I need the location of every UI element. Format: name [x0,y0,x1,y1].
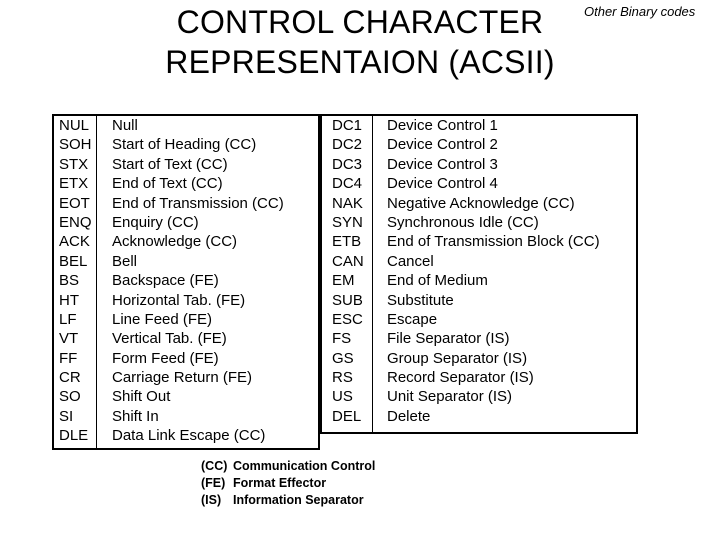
control-description: Escape [387,310,438,328]
control-code: DC4 [332,175,363,193]
control-description: Synchronous Idle (CC) [387,213,539,231]
control-description: Device Control 3 [387,155,498,173]
control-code: LF [59,310,77,328]
control-description: Carriage Return (FE) [112,369,253,387]
control-code: CAN [332,252,364,270]
control-description: End of Transmission Block (CC) [387,233,600,251]
control-code: SUB [332,291,363,309]
control-description: Device Control 4 [387,175,498,193]
control-description: Negative Acknowledge (CC) [387,194,575,212]
right-column-divider [372,116,373,432]
left-table-frame [52,114,320,450]
legend-item: (IS) Information Separator [201,492,375,509]
control-description: Backspace (FE) [112,272,219,290]
legend-text: Communication Control [233,459,376,473]
control-code: BS [59,272,80,290]
control-code: DEL [332,407,362,425]
legend-text: Format Effector [233,476,327,490]
control-code: FF [59,349,78,367]
control-code: ACK [59,233,90,251]
page-title: CONTROL CHARACTER REPRESENTAION (ACSII) [140,2,580,82]
control-description: End of Medium [387,272,488,290]
legend-abbreviation: (FE) [201,476,226,490]
control-description: Start of Heading (CC) [112,136,257,154]
legend-item: (CC) Communication Control [201,458,375,475]
control-code: HT [59,291,79,309]
control-code: SOH [59,136,92,154]
right-table-frame [320,114,638,434]
control-code: DC3 [332,155,363,173]
control-description: Data Link Escape (CC) [112,427,266,445]
control-code: NUL [59,117,90,134]
abbreviation-legend: (CC) Communication Control (FE) Format Effe… [201,458,375,509]
legend-abbreviation: (IS) [201,493,222,507]
control-description: Device Control 2 [387,136,498,154]
legend-item: (FE) Format Effector [201,475,375,492]
control-code: DLE [59,427,89,445]
control-code: ETB [332,233,362,251]
control-code: VT [59,330,79,348]
control-description: Enquiry (CC) [112,213,199,231]
control-code: ETX [59,175,89,193]
control-description: End of Text (CC) [112,175,223,193]
control-description: End of Transmission (CC) [112,194,284,212]
control-description: Bell [112,252,138,270]
control-description: Device Control 1 [387,117,498,134]
control-description: Form Feed (FE) [112,349,219,367]
control-description: Line Feed (FE) [112,310,213,328]
control-code: DC1 [332,117,363,134]
control-code: US [332,388,353,406]
control-code: STX [59,155,89,173]
control-description: Shift In [112,407,159,425]
control-code: SI [59,407,74,425]
legend-abbreviation: (CC) [201,459,228,473]
control-code: GS [332,349,354,367]
control-code: EOT [59,194,90,212]
control-code: ESC [332,310,363,328]
control-description: Null [112,117,138,134]
title-line-2: REPRESENTAION (ACSII) [165,44,555,80]
corner-note: Other Binary codes [584,4,696,19]
control-description: Record Separator (IS) [387,369,534,387]
control-code: SO [59,388,81,406]
control-description: Delete [387,407,431,425]
control-code: BEL [59,252,88,270]
control-code: RS [332,369,353,387]
control-description: Group Separator (IS) [387,349,528,367]
control-description: File Separator (IS) [387,330,510,348]
left-column-divider [96,116,97,448]
title-line-1: CONTROL CHARACTER [176,4,544,40]
control-code: NAK [332,194,363,212]
control-description: Horizontal Tab. (FE) [112,291,246,309]
control-code: CR [59,369,81,387]
control-description: Start of Text (CC) [112,155,228,173]
control-description: Acknowledge (CC) [112,233,238,251]
control-code: SYN [332,213,363,231]
control-code: DC2 [332,136,363,154]
control-description: Vertical Tab. (FE) [112,330,227,348]
control-description: Substitute [387,291,454,309]
control-description: Unit Separator (IS) [387,388,513,406]
control-description: Cancel [387,252,434,270]
control-code: FS [332,330,352,348]
control-description: Shift Out [112,388,171,406]
control-code: ENQ [59,213,92,231]
control-code: EM [332,272,355,290]
legend-text: Information Separator [233,493,364,507]
